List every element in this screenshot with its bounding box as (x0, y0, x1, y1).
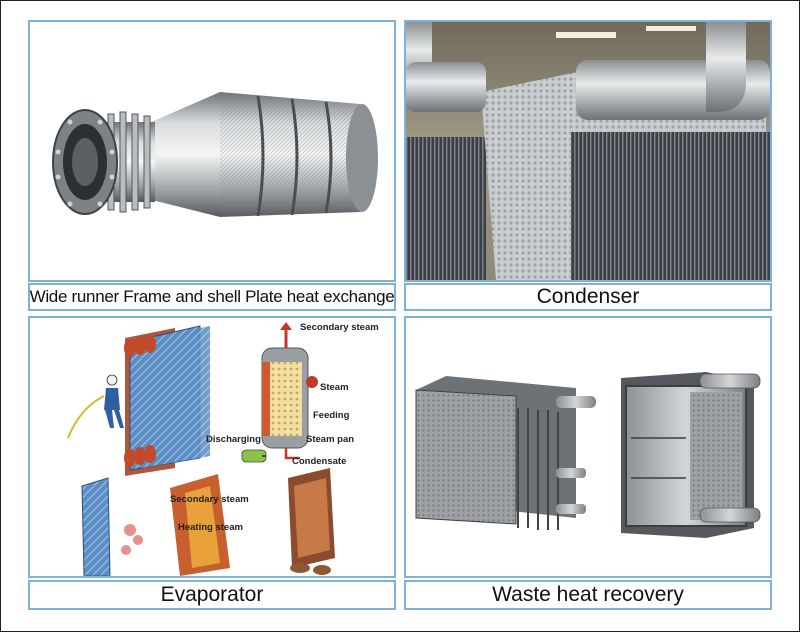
caption-waste-heat-recovery: Waste heat recovery (404, 580, 772, 610)
label-secondary-steam: Secondary steam (300, 322, 379, 333)
waste-heat-recovery-image (415, 372, 761, 538)
panel-condenser (404, 20, 772, 282)
caption-plate-heat-exchanger: Wide runner Frame and shell Plate heat e… (28, 283, 396, 311)
label-heating-steam: Heating steam (178, 522, 243, 533)
label-condensate: Condensate (292, 456, 346, 467)
label-steam-pan: Steam pan (306, 434, 354, 445)
label-steam: Steam (320, 382, 349, 393)
panel-waste-heat-recovery (404, 316, 772, 578)
label-secondary-steam-2: Secondary steam (170, 494, 249, 505)
panel-plate-heat-exchanger (28, 20, 396, 282)
panel-evaporator: Secondary steam Steam Feeding Dischargin… (28, 316, 396, 578)
caption-evaporator: Evaporator (28, 580, 396, 610)
label-feeding: Feeding (313, 410, 350, 421)
evaporator-diagram: Secondary steam Steam Feeding Dischargin… (67, 322, 379, 576)
caption-condenser: Condenser (404, 283, 772, 311)
plate-heat-exchanger-image (52, 92, 378, 217)
condenser-image (406, 22, 770, 280)
label-discharging: Discharging (206, 434, 261, 445)
